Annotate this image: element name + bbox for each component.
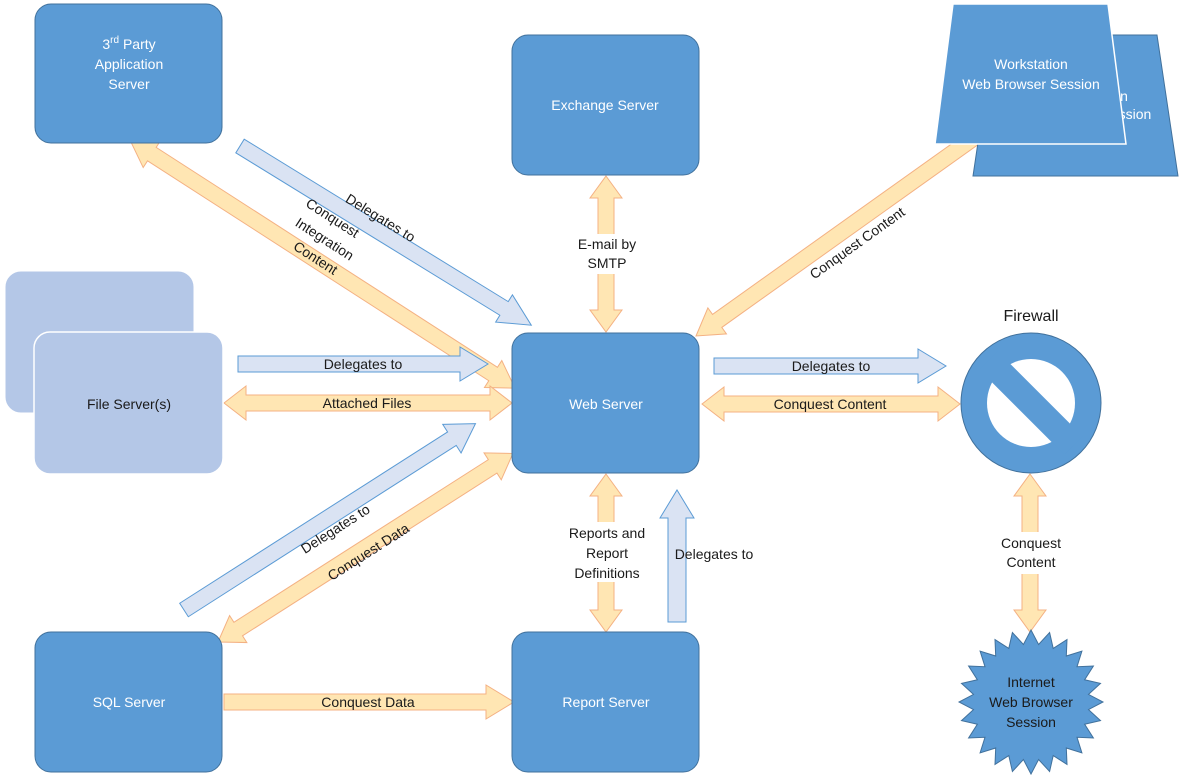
exchange-label: Exchange Server (551, 97, 659, 113)
node-internet-session: Internet Web Browser Session (957, 628, 1105, 776)
arrow-delegates-thirdparty (235, 138, 533, 326)
arrow-delegates-sql (178, 423, 477, 618)
label-reports-2: Report (586, 545, 628, 561)
web-server-label: Web Server (569, 396, 643, 412)
internet-line1: Internet (1007, 674, 1055, 690)
node-web-server: Web Server (511, 332, 700, 474)
arrow-conquest-firewall (701, 385, 961, 423)
report-server-label: Report Server (562, 694, 649, 710)
node-sql-server: SQL Server (34, 631, 223, 773)
label-conquest-data-report: Conquest Data (321, 694, 415, 710)
label-bg-email (572, 234, 644, 274)
third-party-line2: Application (95, 56, 164, 72)
arrow-delegates-file (237, 346, 489, 382)
label-bg-reports (562, 522, 654, 582)
label-reports-3: Definitions (574, 565, 639, 581)
label-attached-files: Attached Files (323, 395, 412, 411)
label-bg-internet (992, 532, 1068, 574)
label-delegates-firewall: Delegates to (792, 358, 871, 374)
file-server-label: File Server(s) (87, 396, 171, 412)
firewall-label: Firewall (1003, 308, 1058, 325)
label-conquest-internet-1: Conquest (1001, 535, 1061, 551)
node-file-servers: File Server(s) (4, 270, 224, 475)
workstation-back-line1: n (1120, 88, 1128, 104)
workstation-line2: Web Browser Session (962, 76, 1099, 92)
third-party-line1-pre: 3 (102, 36, 110, 52)
label-reports-1: Reports and (569, 525, 645, 541)
node-report-server: Report Server (511, 631, 700, 773)
internet-line3: Session (1006, 714, 1056, 730)
arrow-delegates-firewall (713, 348, 947, 384)
node-third-party-server: 3rd Party Application Server (34, 3, 223, 144)
third-party-line3: Server (108, 76, 150, 92)
label-conquest-internet-2: Content (1006, 554, 1055, 570)
third-party-line1-post: Party (119, 36, 156, 52)
third-party-sup: rd (110, 35, 119, 46)
node-firewall: Firewall (960, 308, 1102, 474)
workstation-line1: Workstation (994, 56, 1068, 72)
node-exchange-server: Exchange Server (511, 34, 700, 176)
internet-line2: Web Browser (989, 694, 1073, 710)
sql-server-label: SQL Server (93, 694, 166, 710)
label-delegates-report: Delegates to (675, 546, 754, 562)
arrow-conquest-data-report (223, 684, 515, 720)
label-conquest-firewall: Conquest Content (774, 396, 887, 412)
workstation-back-line2: ssion (1119, 106, 1152, 122)
label-email-2: SMTP (588, 255, 627, 271)
arrow-delegates-report (659, 489, 695, 623)
starburst-shape (957, 628, 1105, 776)
label-email-1: E-mail by (578, 236, 636, 252)
no-entry-icon (979, 351, 1083, 455)
node-workstation-session: n ssion Workstation Web Browser Session (934, 3, 1179, 177)
svg-text:3rd Party: 3rd Party (102, 35, 155, 52)
label-delegates-file: Delegates to (324, 356, 403, 372)
